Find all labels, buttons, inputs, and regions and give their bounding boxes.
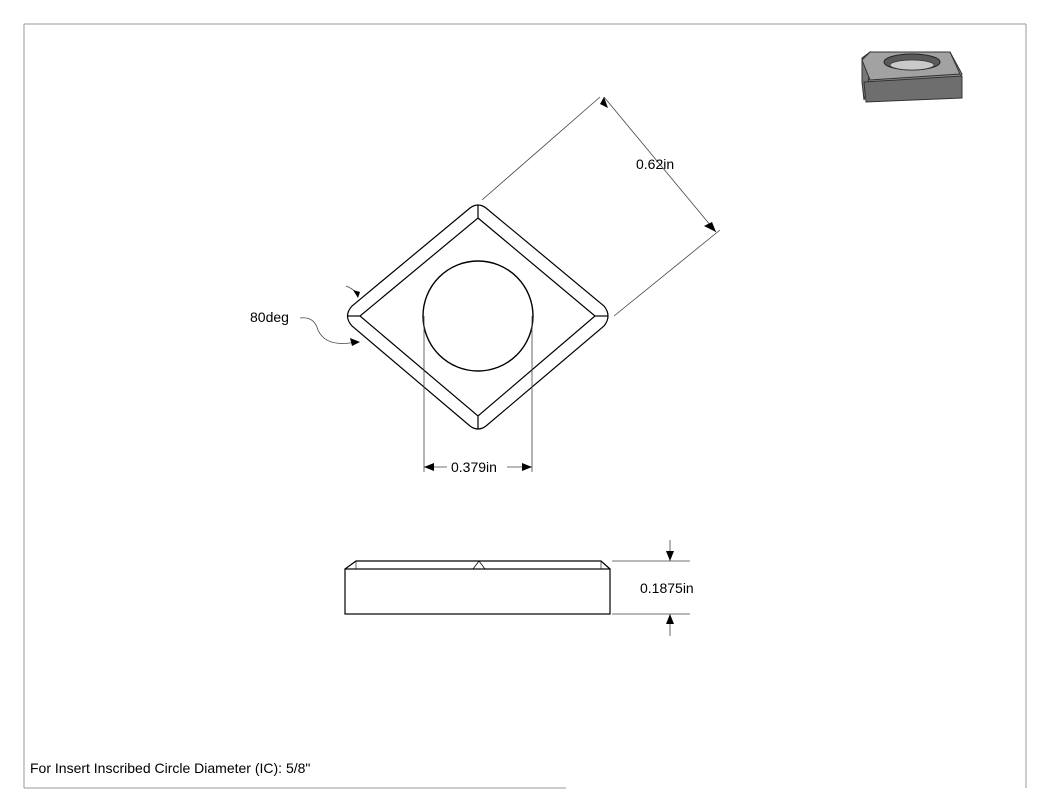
insert-outline-inner	[359, 217, 596, 417]
dim-width-across	[481, 96, 721, 317]
dim-hole-label: 0.379in	[451, 459, 497, 475]
side-view	[344, 560, 611, 615]
dim-angle	[299, 285, 360, 346]
isometric-view	[861, 50, 963, 103]
insert-outline-outer	[346, 204, 609, 430]
insert-ic-note: For Insert Inscribed Circle Diameter (IC…	[30, 760, 311, 776]
dim-thickness	[612, 540, 690, 636]
top-view	[346, 204, 609, 430]
center-hole	[422, 260, 534, 372]
sheet-border	[23, 23, 1027, 789]
dim-hole-diameter	[423, 316, 533, 472]
dim-thickness-label: 0.1875in	[640, 580, 694, 596]
dim-angle-label: 80deg	[250, 309, 289, 325]
dim-width-label: 0.62in	[636, 156, 674, 172]
